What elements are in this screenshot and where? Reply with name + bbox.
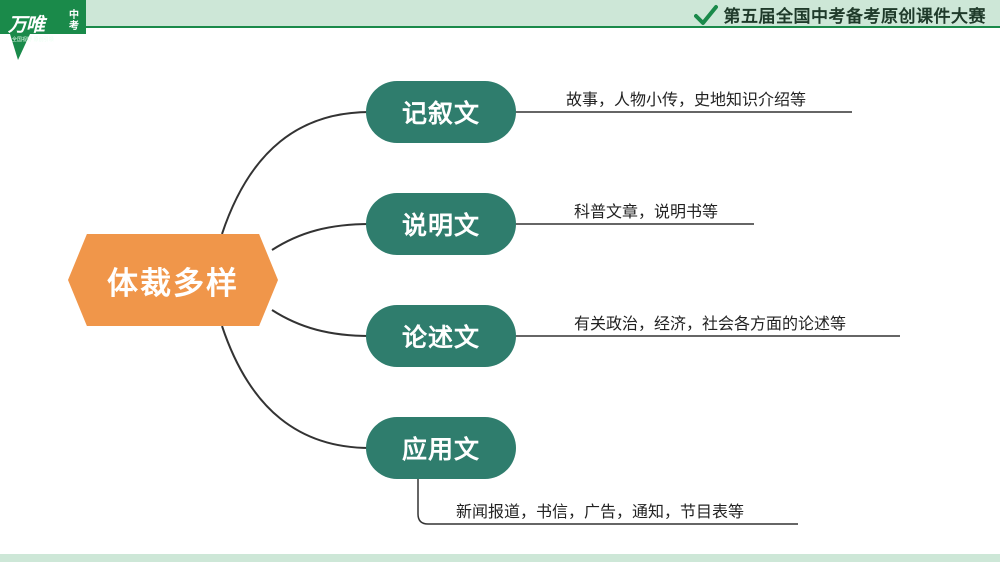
branch-desc-1: 故事，人物小传，史地知识介绍等 [566, 90, 807, 109]
connector-root-3 [271, 309, 371, 337]
logo-slogan: 全国视野 原创引领 [12, 37, 54, 43]
branch-node-4: 应用文 [366, 417, 516, 479]
branch-desc-2: 科普文章，说明书等 [574, 202, 719, 221]
contest-title: 第五届全国中考备考原创课件大赛 [693, 2, 987, 27]
footer-bar [0, 554, 1000, 562]
branch-node-2: 说明文 [366, 193, 516, 255]
branch-desc-3: 有关政治，经济，社会各方面的论述等 [574, 314, 847, 333]
connector-root-2 [271, 223, 371, 251]
logo-sub-text: 中考 [69, 10, 79, 32]
contest-title-text: 第五届全国中考备考原创课件大赛 [723, 7, 986, 27]
brand-logo: 万唯 中考 全国视野 原创引领 [0, 0, 86, 62]
root-node: 体裁多样 [68, 234, 278, 326]
connector-root-1 [221, 111, 371, 235]
logo-main-text: 万唯 [8, 14, 45, 36]
branch-node-1: 记叙文 [366, 81, 516, 143]
branch-node-3: 论述文 [366, 305, 516, 367]
connector-root-4 [221, 325, 371, 449]
branch-desc-4: 新闻报道，书信，广告，通知，节目表等 [456, 502, 745, 521]
header-bar: 第五届全国中考备考原创课件大赛 [0, 0, 1000, 28]
check-icon [693, 4, 718, 25]
underline-4 [417, 478, 798, 525]
